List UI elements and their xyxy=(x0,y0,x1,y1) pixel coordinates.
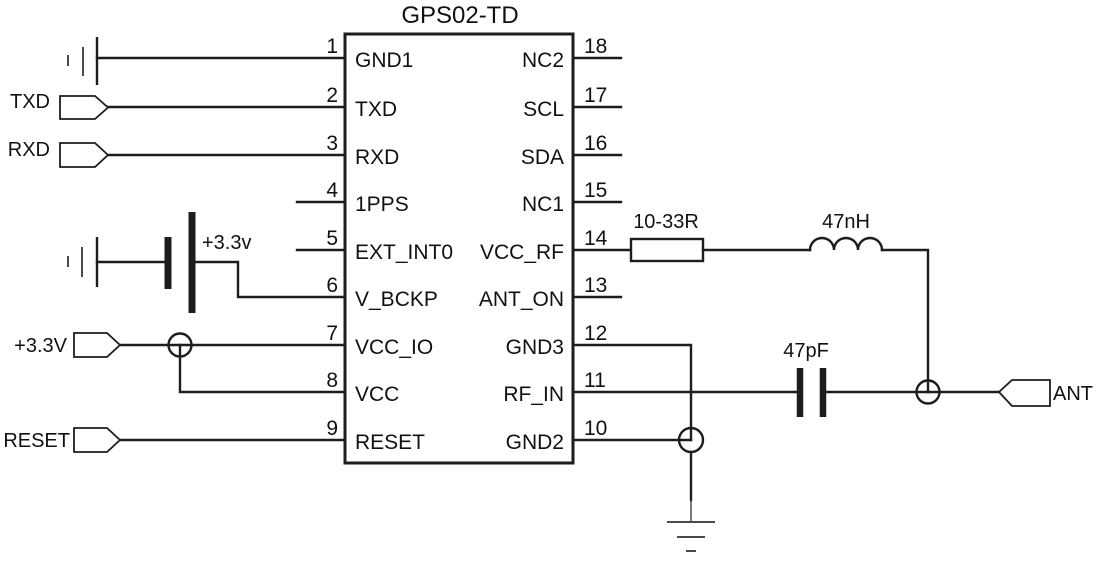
pin-2-label: TXD xyxy=(355,98,397,121)
pin-18-label: NC2 xyxy=(522,49,564,72)
pin-12-number: 12 xyxy=(584,322,607,345)
battery-symbol xyxy=(164,212,196,313)
vcc33-connector xyxy=(73,332,122,358)
pin-6-label: V_BCKP xyxy=(355,288,438,311)
resistor-body xyxy=(629,237,705,263)
pin-2-number: 2 xyxy=(326,84,338,107)
txd-port-label: TXD xyxy=(10,91,50,113)
pin-10-number: 10 xyxy=(584,417,607,440)
txd-connector xyxy=(59,95,110,120)
ant-port-label: ANT xyxy=(1053,383,1093,405)
pin-4-number: 4 xyxy=(326,179,338,202)
pin-1-label: GND1 xyxy=(355,49,413,72)
ground-symbol-battery xyxy=(67,237,99,287)
pin-9-number: 9 xyxy=(326,417,338,440)
pin-13-number: 13 xyxy=(584,274,607,297)
pin-13-label: ANT_ON xyxy=(479,288,564,311)
pin-3-number: 3 xyxy=(326,132,338,155)
pin-4-label: 1PPS xyxy=(355,193,409,216)
ant-connector xyxy=(997,379,1051,407)
capacitor-value-label: 47pF xyxy=(783,340,829,362)
pin-15-number: 15 xyxy=(584,179,607,202)
ground-symbol-top-left xyxy=(67,37,99,85)
wire-gnd3-down xyxy=(571,343,693,442)
pin-14-label: VCC_RF xyxy=(480,241,564,264)
pin-10-label: GND2 xyxy=(506,431,564,454)
reset-connector xyxy=(73,427,122,453)
pin-16-number: 16 xyxy=(584,132,607,155)
vcc33-port-label: +3.3V xyxy=(14,335,67,357)
ground-symbol-bottom xyxy=(667,521,715,552)
battery-voltage-label: +3.3v xyxy=(202,232,251,254)
inductor-value-label: 47nH xyxy=(822,211,870,233)
chip-outline xyxy=(343,32,575,465)
wire-inductor-down xyxy=(880,248,930,394)
pin-17-number: 17 xyxy=(584,84,607,107)
pin-8-label: VCC xyxy=(355,383,399,406)
pin-1-number: 1 xyxy=(326,35,338,58)
rxd-connector xyxy=(59,142,110,168)
pin-7-label: VCC_IO xyxy=(355,336,433,359)
reset-port-label: RESET xyxy=(3,430,70,452)
wire-battery-to-vbckp xyxy=(193,260,347,299)
pin-11-label: RF_IN xyxy=(503,383,564,406)
pin-5-label: EXT_INT0 xyxy=(355,241,453,264)
resistor-value-label: 10-33R xyxy=(633,211,699,233)
pin-6-number: 6 xyxy=(326,274,338,297)
pin-11-number: 11 xyxy=(584,369,606,392)
pin-9-label: RESET xyxy=(355,431,425,454)
inductor-coil xyxy=(808,236,884,252)
pin-8-number: 8 xyxy=(326,369,338,392)
pin-3-label: RXD xyxy=(355,146,399,169)
chip-title: GPS02-TD xyxy=(401,2,518,29)
pin-17-label: SCL xyxy=(523,98,564,121)
pin-7-number: 7 xyxy=(326,322,338,345)
rxd-port-label: RXD xyxy=(8,139,50,161)
pin-15-label: NC1 xyxy=(522,193,564,216)
pin-18-number: 18 xyxy=(584,35,607,58)
junction-ant xyxy=(915,379,941,405)
pin-14-number: 14 xyxy=(584,227,608,250)
junction-vcc xyxy=(167,332,193,358)
pin-5-number: 5 xyxy=(326,227,338,250)
pin-16-label: SDA xyxy=(521,146,564,169)
pin-12-label: GND3 xyxy=(506,336,564,359)
wire-junction-to-vcc xyxy=(178,343,347,394)
